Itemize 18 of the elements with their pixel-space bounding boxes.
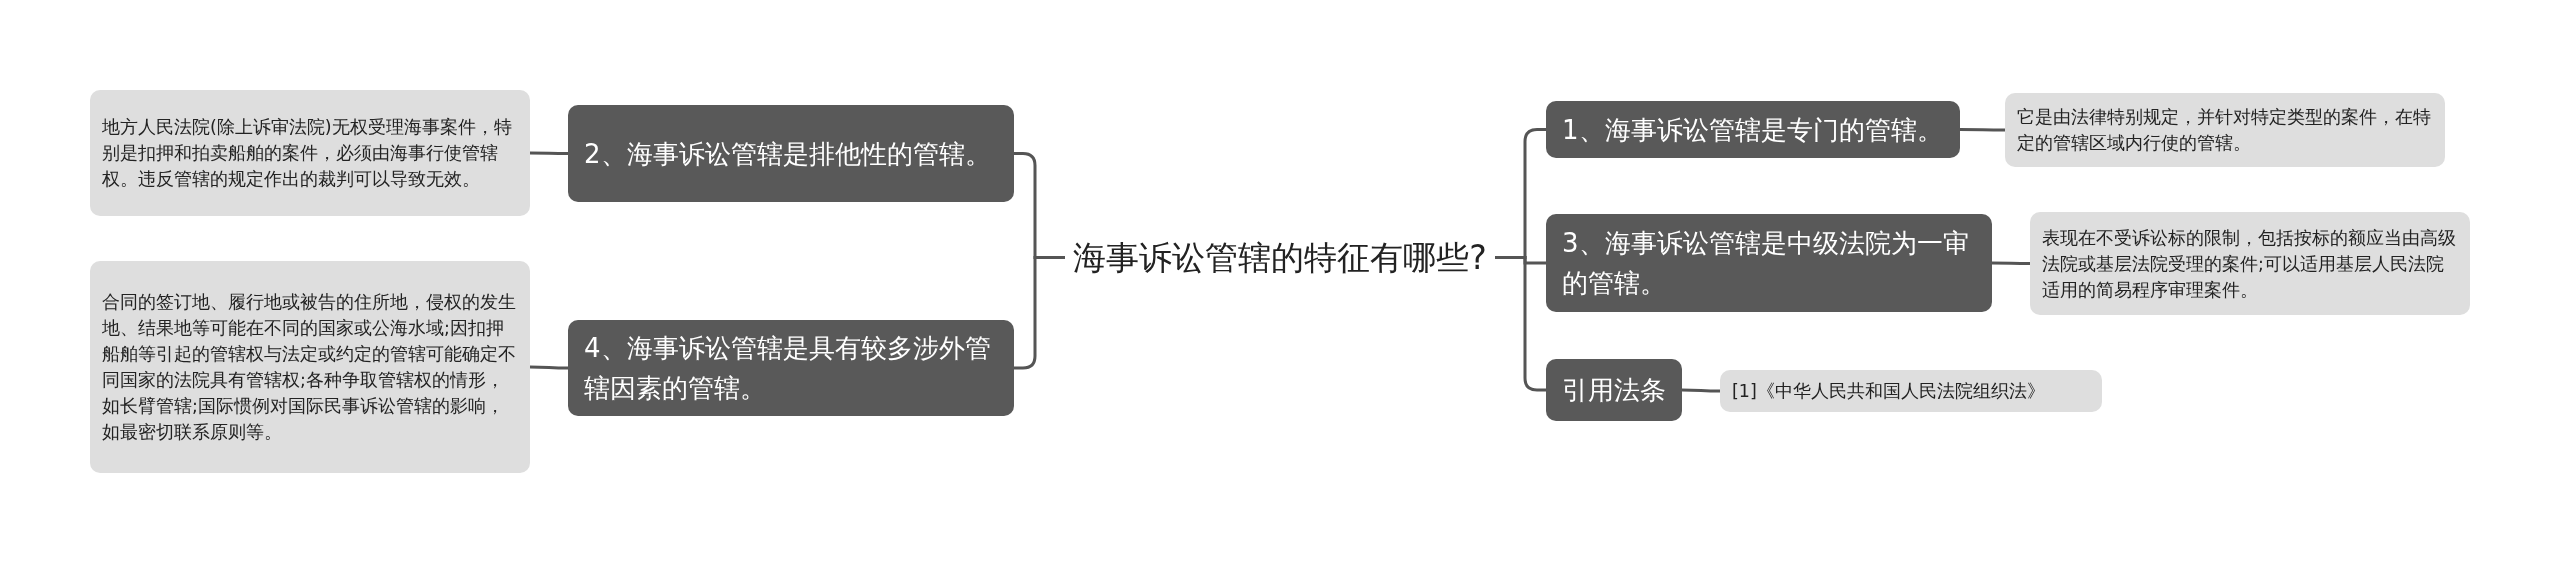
connector-line: [1682, 388, 1720, 393]
topic-box: 4、海事诉讼管辖是具有较多涉外管辖因素的管辖。: [568, 320, 1014, 416]
topic-box: 3、海事诉讼管辖是中级法院为一审的管辖。: [1546, 214, 1992, 312]
connector-line: [1960, 128, 2005, 132]
note-box: 地方人民法院(除上诉审法院)无权受理海事案件，特别是扣押和拍卖船舶的案件，必须由海事行使管辖权。违反管辖的规定作出的裁判可以导致无效。: [90, 90, 530, 216]
connector-line: [1495, 256, 1546, 392]
connector-line: [1014, 256, 1065, 370]
note-box: 合同的签订地、履行地或被告的住所地，侵权的发生地、结果地等可能在不同的国家或公海水域;因扣押船舶等引起的管辖权与法定或约定的管辖可能确定不同国家的法院具有管辖权;各种争取管辖权的情形，如长臂管辖;国际惯例对国际民事诉讼管辖的影响，如最密切联系原则等。: [90, 261, 530, 473]
topic-box: 1、海事诉讼管辖是专门的管辖。: [1546, 101, 1960, 158]
connector-line: [530, 365, 568, 370]
note-box: [1]《中华人民共和国人民法院组织法》: [1720, 370, 2102, 412]
central-topic: 海事诉讼管辖的特征有哪些?: [1065, 205, 1495, 310]
connector-line: [530, 151, 568, 155]
topic-box: 2、海事诉讼管辖是排他性的管辖。: [568, 105, 1014, 202]
note-box: 它是由法律特别规定，并针对特定类型的案件，在特定的管辖区域内行使的管辖。: [2005, 93, 2445, 167]
topic-box: 引用法条: [1546, 359, 1682, 421]
connector-line: [1992, 261, 2030, 265]
note-box: 表现在不受诉讼标的限制，包括按标的额应当由高级法院或基层法院受理的案件;可以适用基层人民法院适用的简易程序审理案件。: [2030, 212, 2470, 315]
